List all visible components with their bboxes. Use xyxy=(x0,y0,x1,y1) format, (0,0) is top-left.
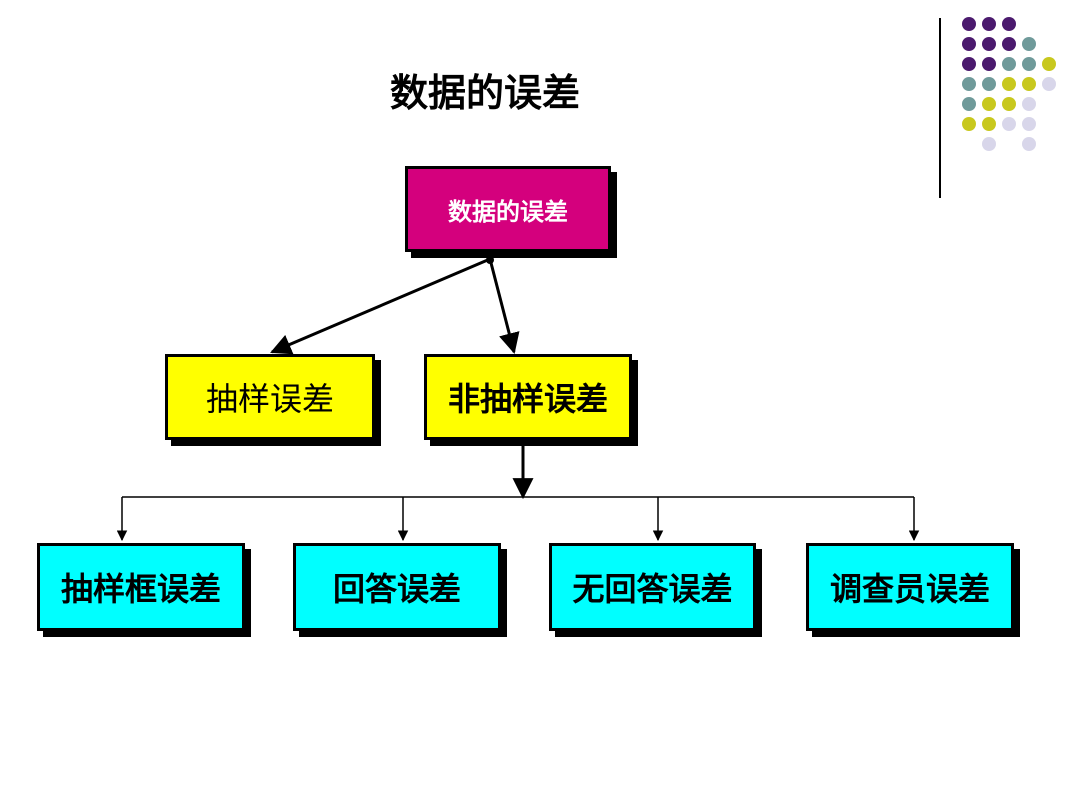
node-data-error: 数据的误差 xyxy=(405,166,611,252)
decorative-dot xyxy=(982,77,996,91)
decorative-dot xyxy=(1002,77,1016,91)
node-nonsampling-error: 非抽样误差 xyxy=(424,354,632,440)
node-response-error: 回答误差 xyxy=(293,543,501,631)
decorative-dot xyxy=(1022,97,1036,111)
decorative-dot xyxy=(962,17,976,31)
node-nonresponse-error: 无回答误差 xyxy=(549,543,756,631)
decorative-dot xyxy=(982,37,996,51)
slide-title: 数据的误差 xyxy=(389,71,580,115)
decorative-dot xyxy=(1022,77,1036,91)
decorative-dot xyxy=(962,97,976,111)
decorative-dot xyxy=(962,37,976,51)
decorative-dot xyxy=(982,97,996,111)
decorative-dot xyxy=(982,137,996,151)
node-interviewer-error: 调查员误差 xyxy=(806,543,1014,631)
decorative-dot xyxy=(1042,77,1056,91)
decorative-dot xyxy=(1002,97,1016,111)
decorative-dot xyxy=(1002,57,1016,71)
decorative-dot xyxy=(1022,37,1036,51)
decorative-dot xyxy=(982,117,996,131)
connector-root-to-nonsampling xyxy=(488,258,520,355)
decorative-dot xyxy=(1002,37,1016,51)
node-frame-error: 抽样框误差 xyxy=(37,543,245,631)
connector-root-to-sampling xyxy=(270,257,491,355)
node-sampling-error: 抽样误差 xyxy=(165,354,375,440)
decorative-dot xyxy=(1022,117,1036,131)
decorative-dot xyxy=(982,57,996,71)
connector-junction-dot xyxy=(486,256,494,264)
decorative-dot xyxy=(1042,57,1056,71)
decorative-dot xyxy=(1002,17,1016,31)
decorative-dot xyxy=(962,77,976,91)
decorative-dot xyxy=(982,17,996,31)
decorative-dot xyxy=(962,57,976,71)
decorative-dot xyxy=(962,117,976,131)
decorative-dot xyxy=(1002,117,1016,131)
decorative-dot xyxy=(1022,57,1036,71)
decorative-dot xyxy=(1022,137,1036,151)
title-divider-line xyxy=(939,18,941,198)
